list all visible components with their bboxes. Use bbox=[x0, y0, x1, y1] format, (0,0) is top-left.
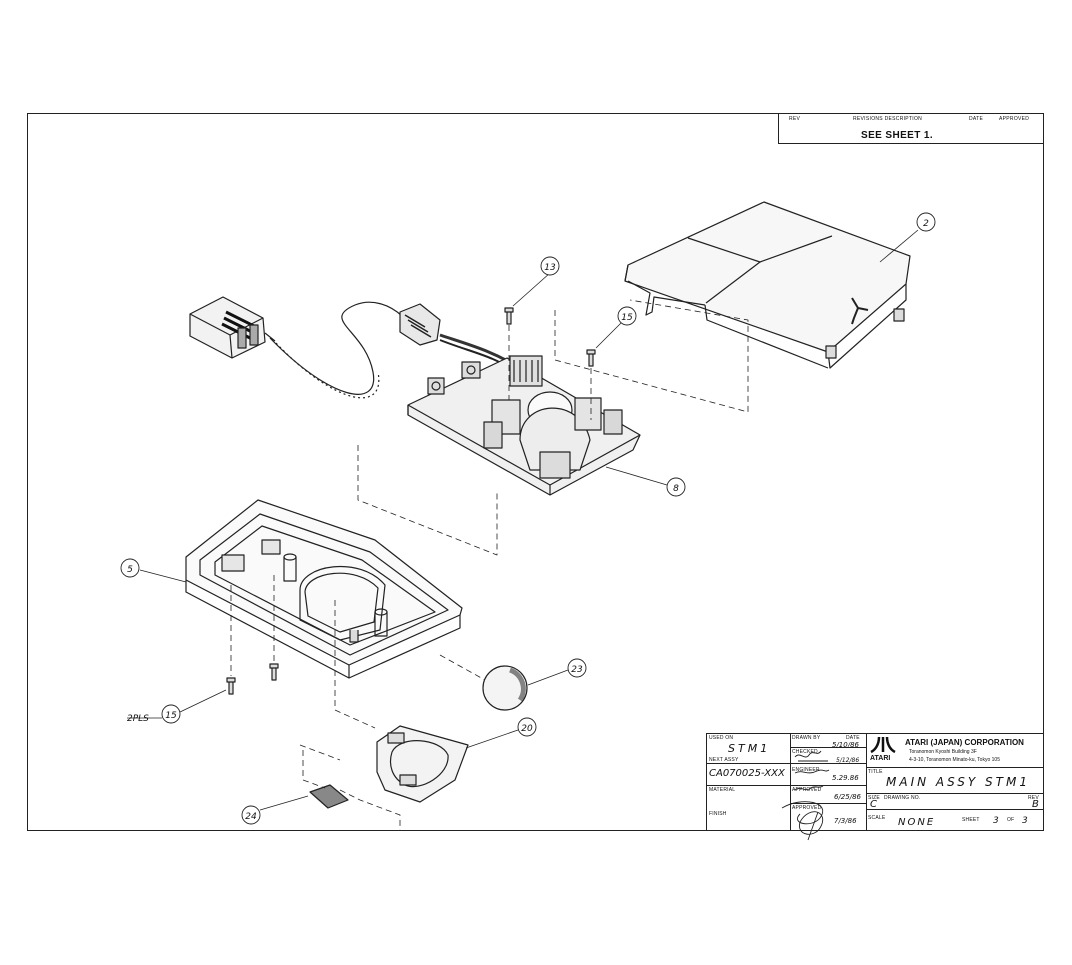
engineer-label: ENGINEER bbox=[792, 767, 820, 773]
date-header: DATE bbox=[969, 116, 984, 122]
scale-value: NONE bbox=[898, 817, 936, 828]
svg-text:15: 15 bbox=[165, 711, 177, 721]
drawn-by-label: DRAWN BY bbox=[792, 735, 821, 741]
balloon-24: 24 bbox=[241, 805, 261, 825]
atari-logo-text: ATARI bbox=[870, 755, 891, 762]
approved-date: 6/25/86 bbox=[834, 793, 861, 801]
drawing-no-label: DRAWING NO. bbox=[884, 795, 921, 801]
balloon-15-lower: 15 bbox=[161, 704, 181, 724]
svg-text:5: 5 bbox=[127, 565, 133, 575]
rev-header: REV bbox=[789, 116, 801, 122]
title-block: USED ON STM1 NEXT ASSY CA070025-XXX MATE… bbox=[706, 733, 1044, 831]
revisions-description-header: REVISIONS DESCRIPTION bbox=[853, 116, 923, 122]
of-value: 3 bbox=[1022, 816, 1028, 826]
balloon-20: 20 bbox=[517, 717, 537, 737]
svg-text:13: 13 bbox=[544, 263, 556, 273]
title-label: TITLE bbox=[868, 769, 883, 775]
svg-text:20: 20 bbox=[521, 724, 533, 734]
bottom-case-part bbox=[185, 499, 463, 679]
rev-label: REV bbox=[1028, 795, 1039, 801]
approved2-date: 7/3/86 bbox=[834, 817, 857, 825]
assembly-projection-lines bbox=[230, 299, 749, 830]
title-value: MAIN ASSY STM1 bbox=[886, 775, 1030, 789]
svg-text:8: 8 bbox=[673, 484, 679, 494]
svg-text:24: 24 bbox=[245, 812, 257, 822]
top-cover-part bbox=[624, 201, 911, 369]
rev-value: B bbox=[1032, 799, 1039, 810]
balloon-23: 23 bbox=[567, 658, 587, 678]
sheet-value: 3 bbox=[993, 816, 999, 826]
svg-text:2: 2 bbox=[923, 219, 929, 229]
used-on-label: USED ON bbox=[709, 735, 734, 741]
used-on-value: STM1 bbox=[728, 742, 771, 755]
signature-marks bbox=[781, 750, 830, 841]
drawn-by-date: 5/10/86 bbox=[832, 741, 859, 749]
pcb-part bbox=[407, 355, 641, 496]
balloon-13: 13 bbox=[540, 256, 560, 276]
sheet-label: SHEET bbox=[962, 817, 980, 823]
ball-retainer-part bbox=[376, 725, 469, 803]
svg-text:15: 15 bbox=[621, 313, 633, 323]
size-value: C bbox=[870, 799, 877, 810]
checked-date: 5/12/86 bbox=[836, 757, 860, 764]
svg-text:2PLS: 2PLS bbox=[127, 714, 149, 724]
of-label: OF bbox=[1007, 817, 1015, 823]
cable-connector-part bbox=[189, 296, 521, 399]
atari-logo-icon bbox=[870, 736, 896, 754]
approved-header: APPROVED bbox=[999, 116, 1030, 122]
drawn-date-header: DATE bbox=[846, 735, 860, 741]
checked-label: CHECKED bbox=[792, 749, 818, 755]
approved2-label: APPROVED bbox=[792, 805, 822, 811]
trackball-part bbox=[482, 665, 528, 711]
approved-label: APPROVED bbox=[792, 787, 822, 793]
balloon-2: 2 bbox=[916, 212, 936, 232]
next-assy-label: NEXT ASSY bbox=[709, 757, 739, 763]
material-label: MATERIAL bbox=[709, 787, 736, 793]
address-line1: Toranomon Kyoshi Building 3F bbox=[909, 749, 977, 755]
drawing-border bbox=[27, 113, 1044, 831]
two-places-note: 2PLS bbox=[127, 714, 149, 724]
see-sheet-note: SEE SHEET 1. bbox=[861, 130, 934, 141]
finish-label: FINISH bbox=[709, 811, 727, 817]
svg-text:23: 23 bbox=[571, 665, 583, 675]
balloon-8: 8 bbox=[666, 477, 686, 497]
next-assy-value: CA070025-XXX bbox=[709, 768, 785, 779]
address-line2: 4-3-10, Toranomon Minato-ku, Tokyo 105 bbox=[909, 757, 1000, 763]
leader-lines bbox=[127, 229, 919, 811]
revision-block: REV REVISIONS DESCRIPTION DATE APPROVED … bbox=[778, 114, 1044, 144]
balloon-15-upper: 15 bbox=[617, 306, 637, 326]
engineer-date: 5.29.86 bbox=[832, 774, 859, 782]
balloon-5: 5 bbox=[120, 558, 140, 578]
company-name: ATARI (JAPAN) CORPORATION bbox=[905, 738, 1024, 747]
screw-parts bbox=[226, 307, 596, 695]
size-label: SIZE bbox=[868, 795, 880, 801]
scale-label: SCALE bbox=[868, 815, 886, 821]
